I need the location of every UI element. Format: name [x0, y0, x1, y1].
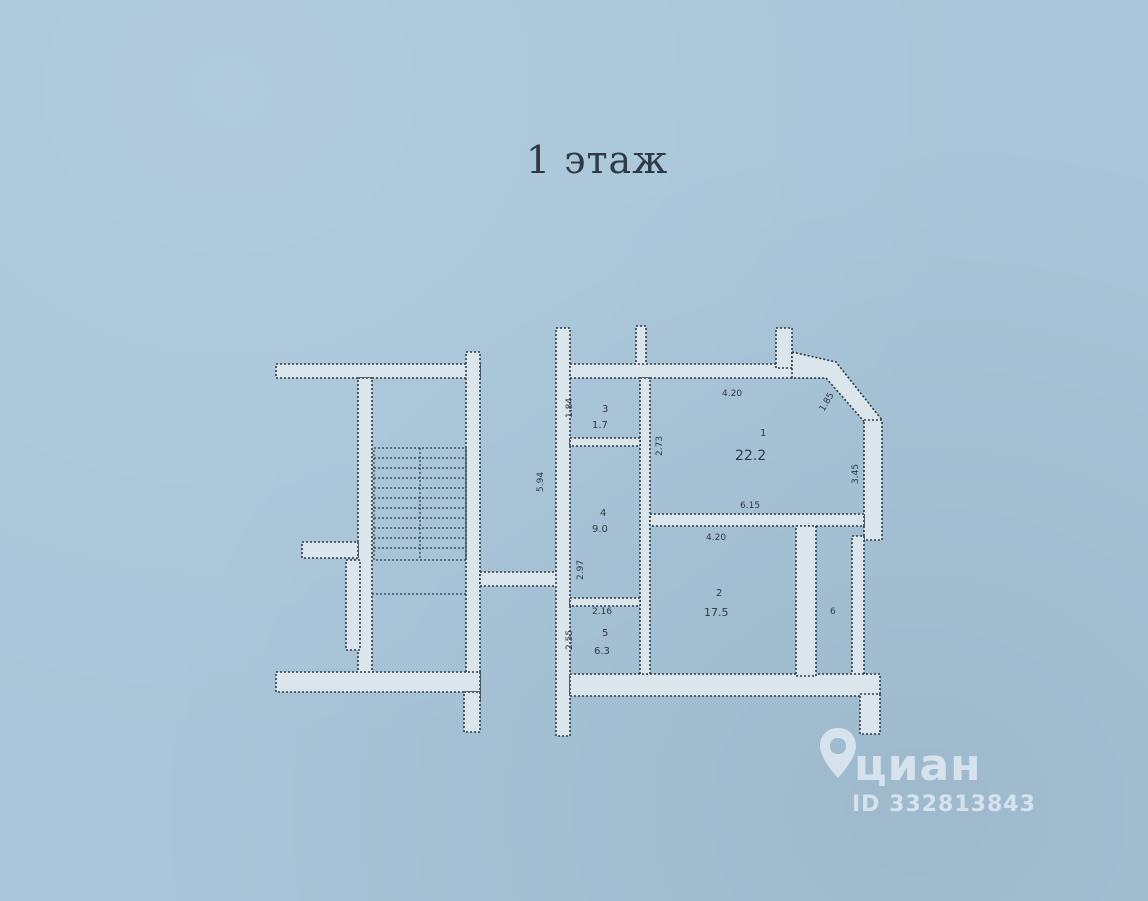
room-6-number: 6 — [830, 607, 836, 617]
apt-right-lower-wall — [851, 535, 865, 677]
watermark-brand: циан — [854, 740, 982, 791]
stair-bottom-leg — [463, 691, 481, 733]
dim-closet-side: 1.84 — [565, 398, 575, 418]
stair-right-wall — [465, 351, 481, 701]
room-labels: 1 22.2 2 17.5 3 1.7 4 9.0 5 6.3 6 — [592, 404, 836, 657]
stair-top-wall — [275, 363, 481, 379]
room-3-number: 3 — [602, 404, 608, 415]
room-5-number: 5 — [602, 628, 608, 639]
stair-steps — [374, 457, 466, 549]
apt-top-right-stub — [775, 327, 793, 369]
dim-top-room: 4.20 — [722, 389, 742, 399]
room-1-area: 22.2 — [735, 448, 766, 464]
connector-wall — [479, 571, 559, 587]
dim-corridor-side: 5.94 — [536, 472, 546, 492]
floor-title: 1 этаж — [526, 138, 669, 182]
partition-vertical — [639, 377, 651, 675]
stair-left-wall — [357, 377, 373, 679]
room-4-area: 9.0 — [592, 524, 608, 535]
apt-left-wall — [555, 327, 571, 737]
watermark-id: ID 332813843 — [852, 792, 1036, 817]
partition-bath — [569, 597, 641, 607]
apt-right-wall — [863, 419, 883, 541]
apt-bottom-wall — [569, 673, 881, 697]
room-5-area: 6.3 — [594, 646, 610, 657]
dim-room1-height: 2.73 — [655, 436, 665, 456]
partition-closet — [569, 437, 641, 447]
dim-bay-side: 1.85 — [818, 391, 837, 413]
room-2-area: 17.5 — [704, 606, 729, 619]
dim-hall-side: 2.97 — [576, 560, 586, 580]
bay-window-wall — [791, 350, 884, 427]
dim-bath-side: 2.55 — [565, 630, 575, 650]
apt-bottom-leg — [859, 693, 881, 735]
stair-left-stub — [301, 541, 359, 559]
partition-rooms-1-2 — [649, 513, 865, 527]
stairwell-block — [275, 351, 481, 733]
dimension-labels: 4.20 6.15 4.20 2.73 3.45 1.85 5.94 2.97 … — [536, 389, 861, 650]
location-pin-icon — [820, 728, 856, 778]
room-1-number: 1 — [760, 428, 766, 439]
dim-bath-width: 2.16 — [592, 607, 612, 617]
stair-bottom-wall — [275, 671, 481, 693]
room-2-number: 2 — [716, 588, 722, 599]
partition-loggia — [795, 525, 817, 677]
stair-left-pier — [345, 559, 361, 651]
room-3-area: 1.7 — [592, 420, 608, 431]
connector-passage — [479, 571, 559, 587]
apartment-block — [555, 325, 884, 737]
apt-top-stub — [635, 325, 647, 367]
dim-right-side: 3.45 — [851, 464, 861, 484]
dim-room2-top: 4.20 — [706, 533, 726, 543]
room-4-number: 4 — [600, 508, 606, 519]
dim-room1-bottom: 6.15 — [740, 501, 760, 511]
